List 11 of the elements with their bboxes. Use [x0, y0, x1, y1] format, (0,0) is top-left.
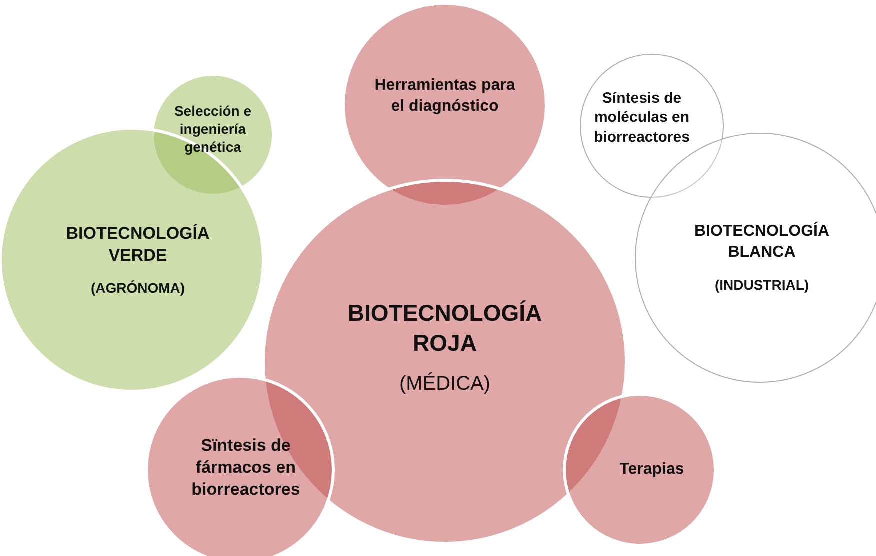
circle-title: BIOTECNOLOGÍA VERDE [65, 222, 211, 267]
circle-subtitle: (INDUSTRIAL) [714, 276, 810, 294]
circle-title: Herramientas para el diagnóstico [374, 76, 516, 117]
circle-title: BIOTECNOLOGÍA ROJA [346, 299, 544, 358]
circle-title: Sïntesis de fármacos en biorreactores [190, 434, 302, 502]
circle-title: Síntesis de moléculas en biorreactores [593, 88, 691, 148]
circle-subtitle: (MÉDICA) [399, 372, 491, 397]
circle-title: BIOTECNOLOGÍA BLANCA [693, 222, 831, 263]
circle-subtitle: (AGRÓNOMA) [90, 279, 186, 298]
circle-title: Terapias [620, 460, 684, 480]
circle-title: Selección e ingeniería genética [173, 102, 253, 156]
